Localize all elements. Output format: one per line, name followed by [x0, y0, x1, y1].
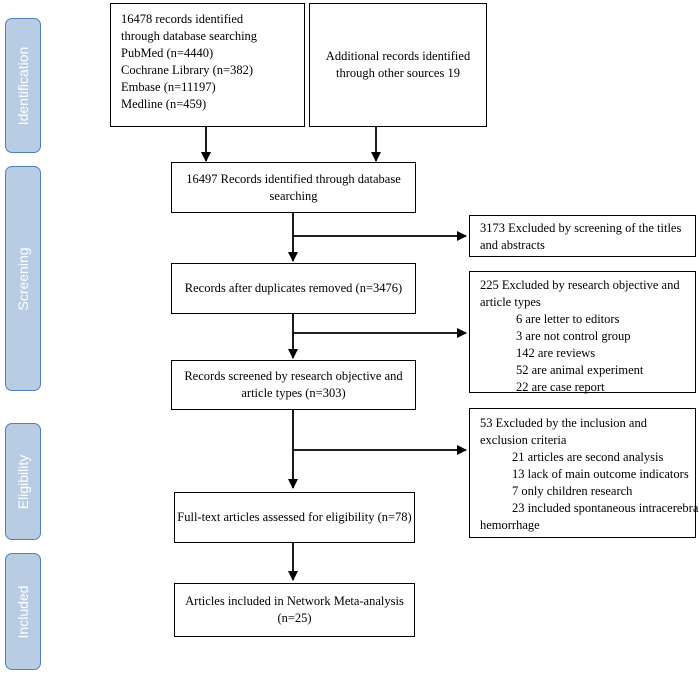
other-sources-line-2: through other sources 19 [336, 66, 460, 80]
excluded-criteria-line-6: 23 included spontaneous intracerebral [512, 501, 699, 515]
excluded-criteria-line-2: exclusion criteria [480, 433, 567, 447]
db-search-line-1: 16478 records identified [121, 12, 244, 26]
included-line-1: Articles included in Network Meta-analys… [185, 594, 404, 608]
excluded-objective-line-4: 3 are not control group [516, 329, 631, 343]
records-identified-line-1: 16497 Records identified through databas… [186, 171, 401, 186]
stage-included: Included [5, 553, 41, 670]
db-search-line-4: Cochrane Library (n=382) [121, 63, 254, 77]
box-excluded-titles: 3173 Excluded by screening of the titles… [469, 215, 696, 257]
box-full-text: Full-text articles assessed for eligibil… [174, 492, 415, 543]
records-identified-line-2: searching [269, 188, 318, 203]
excluded-objective-line-5: 142 are reviews [516, 346, 596, 360]
after-duplicates-line-1: Records after duplicates removed (n=3476… [184, 281, 403, 295]
stage-screening: Screening [5, 166, 41, 391]
excluded-objective-line-3: 6 are letter to editors [516, 312, 620, 326]
box-database-search: 16478 records identified through databas… [110, 3, 305, 127]
box-excluded-objective: 225 Excluded by research objective and a… [469, 271, 696, 394]
db-search-line-6: Medline (n=459) [121, 97, 207, 111]
db-search-line-5: Embase (n=11197) [121, 80, 216, 94]
excluded-criteria-line-4: 13 lack of main outcome indicators [512, 467, 689, 481]
excluded-criteria-line-7: hemorrhage [480, 518, 540, 532]
excluded-criteria-line-3: 21 articles are second analysis [512, 450, 664, 464]
screened-objective-line-1: Records screened by research objective a… [184, 369, 403, 383]
excluded-objective-line-6: 52 are animal experiment [516, 363, 644, 377]
stage-identification: Identification [5, 18, 41, 153]
db-search-line-2: through database searching [121, 29, 258, 43]
full-text-line-1: Full-text articles assessed for eligibil… [177, 510, 412, 524]
included-line-2: (n=25) [277, 611, 312, 625]
excluded-titles-line-1: 3173 Excluded by screening of the titles [480, 221, 682, 235]
stage-eligibility: Eligibility [5, 423, 41, 540]
box-records-identified: 16497 Records identified through databas… [171, 162, 416, 213]
excluded-titles-line-2: and abstracts [480, 238, 545, 252]
box-excluded-criteria: 53 Excluded by the inclusion and exclusi… [469, 408, 699, 538]
box-included: Articles included in Network Meta-analys… [174, 583, 415, 637]
db-search-line-3: PubMed (n=4440) [121, 46, 214, 60]
screened-objective-line-2: article types (n=303) [241, 386, 346, 400]
excluded-criteria-line-1: 53 Excluded by the inclusion and [480, 416, 647, 430]
box-after-duplicates: Records after duplicates removed (n=3476… [171, 263, 416, 314]
excluded-objective-line-7: 22 are case report [516, 380, 605, 394]
excluded-objective-line-1: 225 Excluded by research objective and [480, 278, 680, 292]
excluded-criteria-line-5: 7 only children research [512, 484, 633, 498]
excluded-objective-line-2: article types [480, 295, 541, 309]
other-sources-line-1: Additional records identified [325, 49, 471, 63]
box-other-sources: Additional records identified through ot… [309, 3, 487, 127]
box-screened-objective: Records screened by research objective a… [171, 360, 416, 410]
